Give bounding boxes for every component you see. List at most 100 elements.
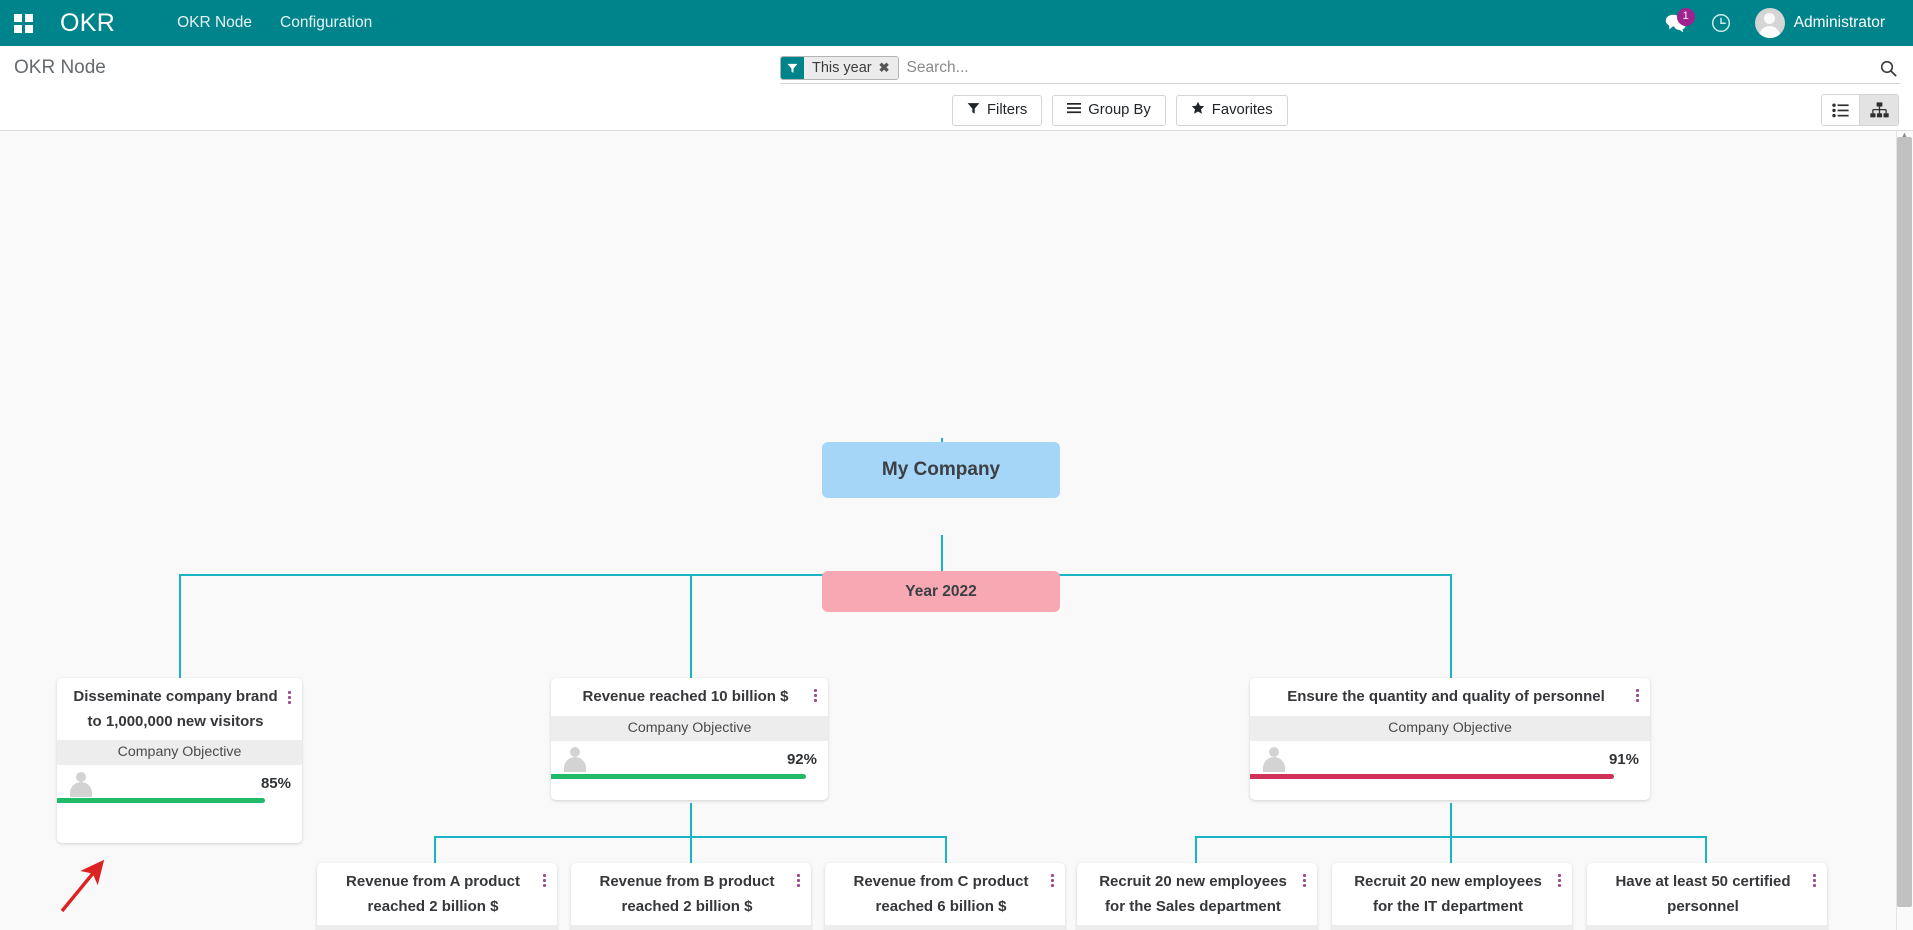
node-my-company[interactable]: My Company — [822, 442, 1060, 498]
card-menu-icon[interactable] — [791, 871, 805, 889]
org-chart-view-button[interactable] — [1860, 95, 1898, 125]
activity-button[interactable] — [1701, 0, 1741, 46]
star-icon — [1191, 101, 1205, 119]
favorites-button[interactable]: Favorites — [1175, 94, 1288, 126]
hamburger-icon — [1067, 102, 1082, 118]
node-card-recruit-sales-department[interactable]: Recruit 20 new employees for the Sales d… — [1077, 863, 1317, 930]
connector-year-stem — [941, 535, 943, 575]
card-progress-percent: 91% — [1608, 750, 1639, 768]
node-year-2022-label: Year 2022 — [905, 582, 977, 600]
node-card-revenue-b-product[interactable]: Revenue from B product reached 2 billion… — [571, 863, 811, 930]
connector-level1-drop-3 — [1450, 574, 1452, 678]
owner-avatar-icon — [562, 746, 588, 772]
card-menu-icon[interactable] — [1045, 871, 1059, 889]
scroll-up-arrow-icon[interactable]: ▲ — [1900, 131, 1909, 140]
card-title: Recruit 20 new employees for the Sales d… — [1099, 873, 1287, 915]
owner-avatar-icon — [68, 771, 94, 797]
sitemap-icon — [1869, 102, 1889, 118]
card-subtitle: Manager / Sales — [571, 925, 811, 930]
card-subtitle: Company Objective — [57, 740, 302, 765]
card-subtitle: Manager / Sales — [825, 925, 1065, 930]
org-chart-canvas: My Company Year 2022 Disseminate company… — [0, 131, 1913, 930]
card-subtitle: Company Objective — [551, 715, 828, 741]
messages-count-badge: 1 — [1676, 8, 1695, 26]
node-card-ensure-quantity-quality-personnel[interactable]: Ensure the quantity and quality of perso… — [1250, 678, 1650, 800]
vertical-scrollbar-track[interactable]: ▲ — [1896, 131, 1913, 930]
card-menu-icon[interactable] — [808, 686, 822, 704]
card-menu-icon[interactable] — [282, 688, 296, 706]
connector-level2-drop-d — [1195, 836, 1197, 868]
card-subtitle: Manager / Sales — [317, 925, 557, 930]
connector-level2-drop-f — [1705, 836, 1707, 868]
card-title: Revenue from B product reached 2 billion… — [599, 873, 775, 915]
card-progress-percent: 92% — [786, 750, 817, 768]
connector-level2-drop-e — [1450, 836, 1452, 868]
control-panel-bottom-row: Filters Group By Favorites — [0, 90, 1913, 130]
nav-menu: OKR Node Configuration — [163, 0, 386, 46]
card-progress-bar — [1250, 773, 1614, 779]
node-card-revenue-reached-10-billion[interactable]: Revenue reached 10 billion $ Company Obj… — [551, 678, 828, 800]
user-name-label: Administrator — [1793, 14, 1885, 31]
card-progress-bar — [57, 798, 266, 803]
connector-level1-bus — [179, 574, 1452, 576]
node-my-company-label: My Company — [881, 459, 1001, 480]
card-title: Revenue reached 10 billion $ — [582, 688, 789, 705]
nav-item-configuration[interactable]: Configuration — [280, 14, 373, 31]
top-navbar: OKR OKR Node Configuration 1 Administrat… — [0, 0, 1913, 46]
filters-button[interactable]: Filters — [952, 94, 1043, 126]
user-menu[interactable]: Administrator — [1745, 0, 1891, 46]
card-menu-icon[interactable] — [537, 871, 551, 889]
apps-grid-icon — [13, 13, 33, 33]
vertical-scrollbar-thumb[interactable] — [1897, 137, 1912, 907]
page-title: OKR Node — [14, 57, 106, 78]
search-facet-this-year[interactable]: This year ✖ — [780, 56, 899, 80]
search-icon[interactable] — [1872, 60, 1901, 77]
card-title: Revenue from A product reached 2 billion… — [346, 873, 520, 915]
list-view-button[interactable] — [1822, 95, 1860, 125]
connector-right-stem — [1450, 803, 1452, 837]
clock-icon — [1711, 13, 1730, 33]
search-input[interactable] — [898, 57, 1872, 79]
view-switcher — [1821, 94, 1899, 126]
node-card-certified-personnel[interactable]: Have at least 50 certified personnel HR … — [1587, 863, 1827, 930]
group-by-button[interactable]: Group By — [1052, 94, 1166, 126]
card-menu-icon[interactable] — [1552, 871, 1566, 889]
user-avatar-icon — [1754, 8, 1785, 38]
filter-funnel-icon — [781, 57, 804, 79]
card-menu-icon[interactable] — [1630, 686, 1644, 704]
filters-button-label: Filters — [987, 102, 1028, 118]
search-options-buttons: Filters Group By Favorites — [952, 94, 1298, 126]
navbar-right-cluster: 1 Administrator — [1655, 0, 1901, 46]
connector-level1-drop-1 — [179, 574, 181, 678]
card-subtitle: HR / Manager — [1077, 925, 1317, 930]
connector-level2-drop-b — [690, 836, 692, 868]
node-card-revenue-a-product[interactable]: Revenue from A product reached 2 billion… — [317, 863, 557, 930]
card-title: Ensure the quantity and quality of perso… — [1287, 688, 1605, 705]
card-progress-percent: 85% — [260, 775, 291, 792]
owner-avatar-icon — [1261, 746, 1287, 772]
app-brand-okr[interactable]: OKR — [60, 8, 116, 37]
node-card-revenue-c-product[interactable]: Revenue from C product reached 6 billion… — [825, 863, 1065, 930]
card-title: Have at least 50 certified personnel — [1615, 873, 1791, 915]
card-menu-icon[interactable] — [1807, 871, 1821, 889]
control-panel-top-row: OKR Node This year ✖ — [0, 46, 1913, 90]
favorites-button-label: Favorites — [1211, 102, 1273, 118]
node-card-recruit-it-department[interactable]: Recruit 20 new employees for the IT depa… — [1332, 863, 1572, 930]
nav-item-okr-node[interactable]: OKR Node — [177, 14, 253, 31]
node-year-2022[interactable]: Year 2022 — [822, 571, 1060, 612]
connector-mid-stem — [690, 803, 692, 837]
messages-button[interactable]: 1 — [1655, 0, 1697, 46]
remove-facet-icon[interactable]: ✖ — [876, 57, 898, 79]
connector-level2-drop-a — [434, 836, 436, 868]
card-footer: 85% — [57, 765, 302, 803]
card-subtitle: Company Objective — [1250, 715, 1650, 741]
card-menu-icon[interactable] — [1297, 871, 1311, 889]
filter-funnel-icon — [967, 102, 980, 119]
card-footer: 91% — [1250, 741, 1650, 779]
card-subtitle: HR / Manager — [1332, 925, 1572, 930]
apps-menu-button[interactable] — [0, 0, 46, 46]
card-subtitle: HR / Manager — [1587, 925, 1827, 930]
card-footer: 92% — [551, 741, 828, 779]
connector-level1-drop-2 — [690, 574, 692, 678]
node-card-disseminate-company-brand[interactable]: Disseminate company brand to 1,000,000 n… — [57, 678, 302, 843]
